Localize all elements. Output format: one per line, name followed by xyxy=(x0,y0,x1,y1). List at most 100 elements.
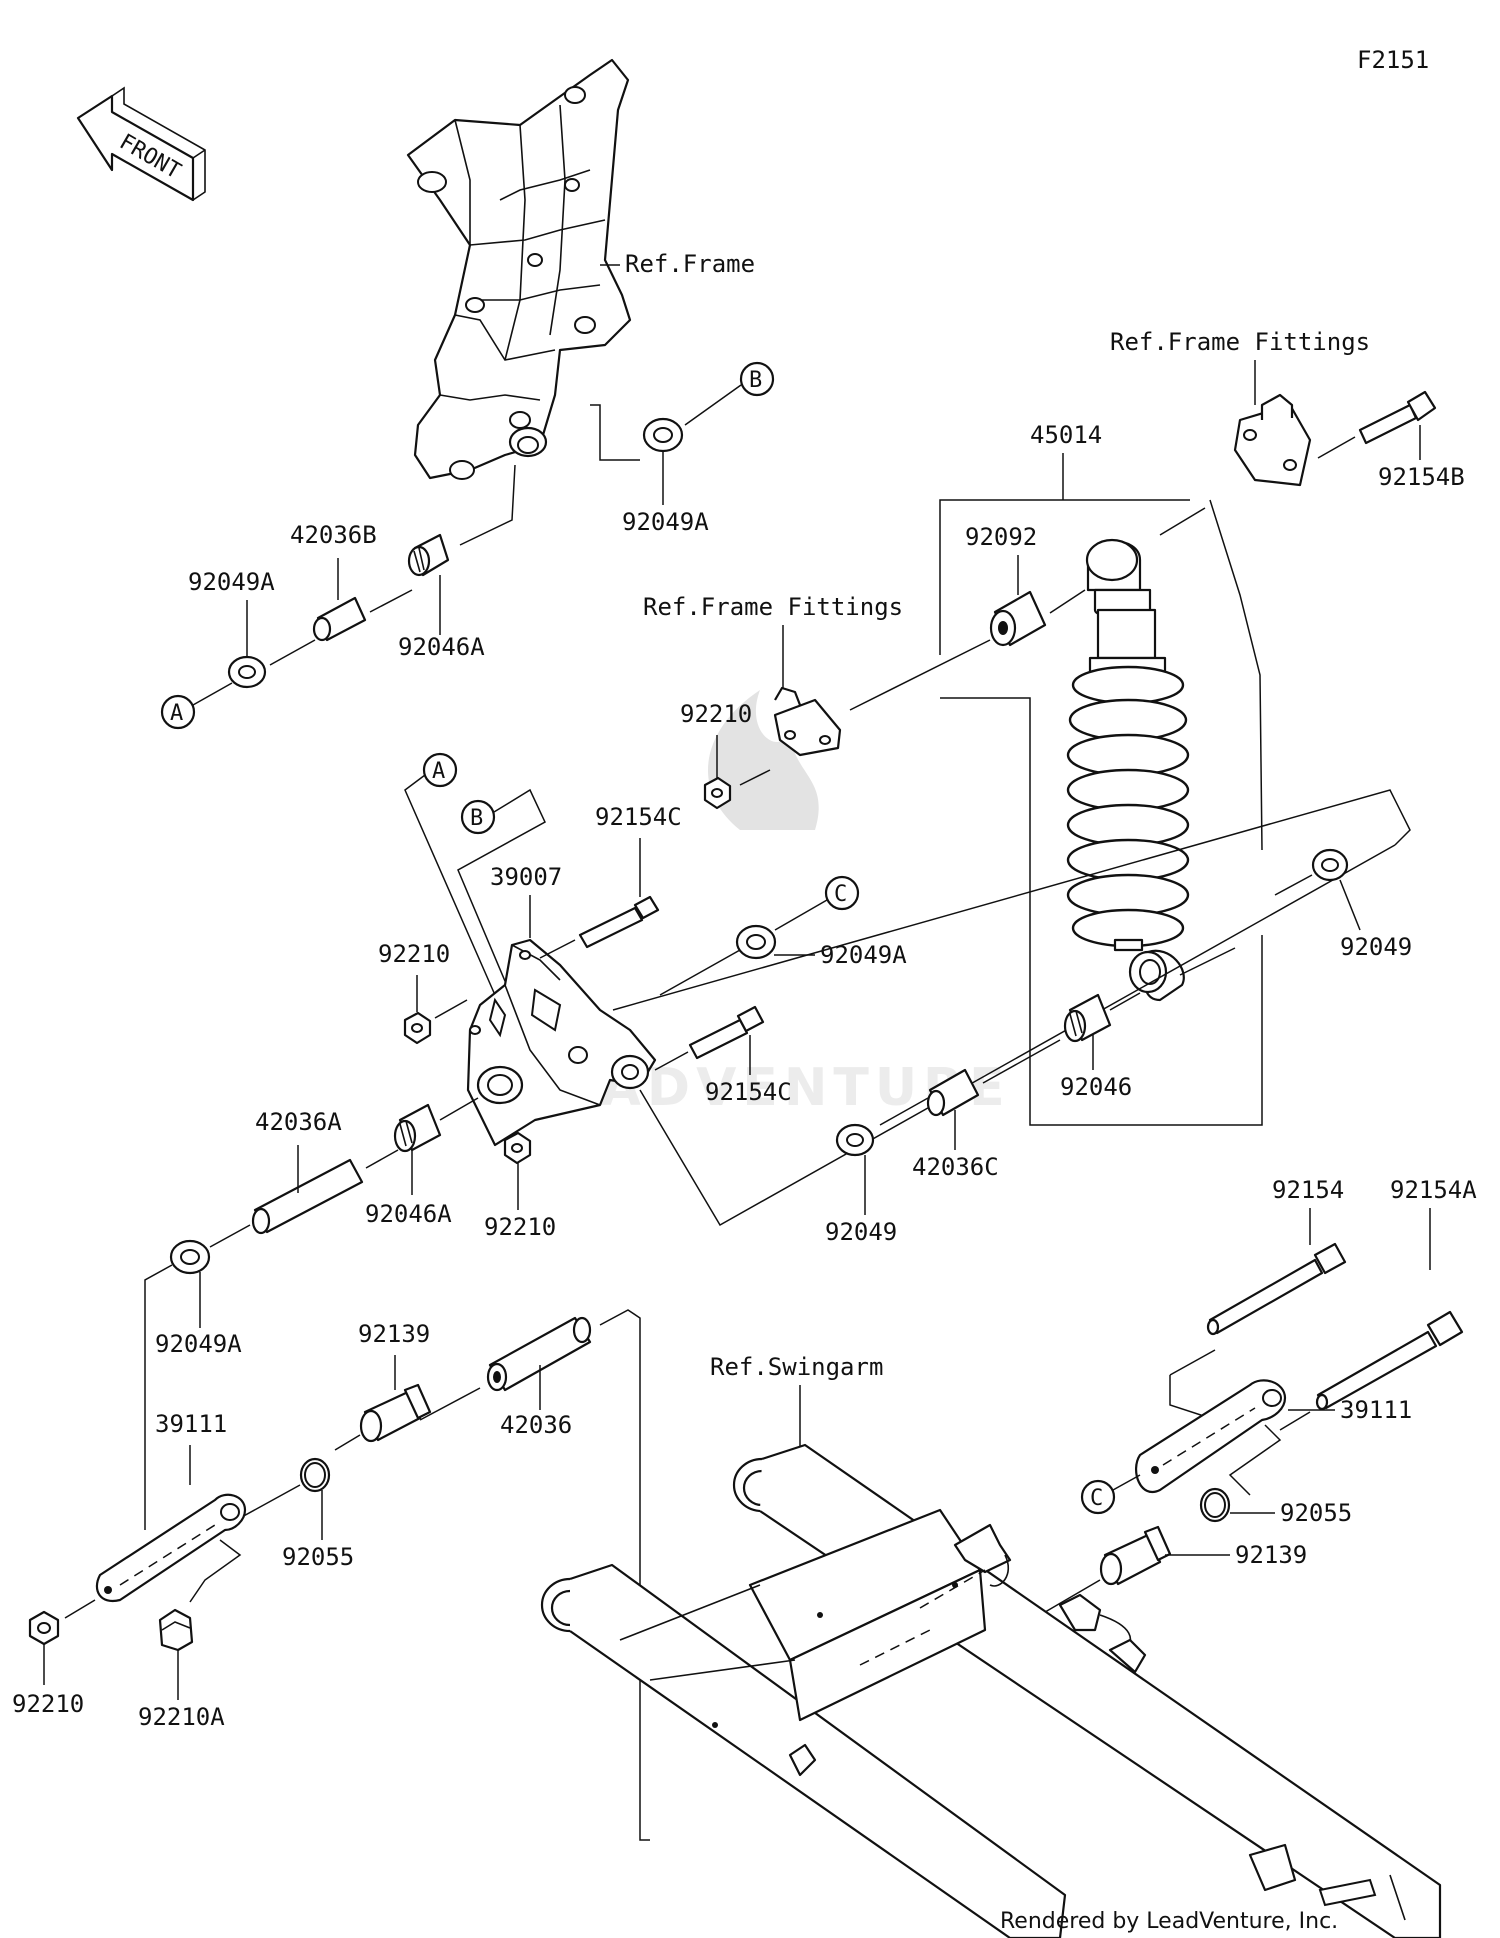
bushing-92139-left xyxy=(359,1383,432,1443)
centerline-42036A-left xyxy=(209,1224,251,1248)
connector-b-mid xyxy=(460,799,496,835)
swingarm xyxy=(540,1443,1442,1938)
label-92092: 92092 xyxy=(965,523,1037,551)
connector-a-left-label: A xyxy=(170,701,183,726)
label-92139-left: 92139 xyxy=(358,1320,430,1348)
label-92046A-top: 92046A xyxy=(398,633,485,661)
connector-c-low-leader xyxy=(1112,1474,1141,1491)
collar-42036C xyxy=(926,1068,980,1117)
ref-frame-fittings-upper: Ref.Frame Fittings xyxy=(1110,328,1370,356)
centerline-shock-bottom xyxy=(1179,947,1236,976)
label-92049A-left: 92049A xyxy=(188,568,275,596)
box-line-lower xyxy=(639,844,1396,1227)
centerline-42036B xyxy=(369,589,413,613)
centerline-92154C-top xyxy=(539,939,576,959)
bushing-92092 xyxy=(989,590,1047,647)
connector-b-top xyxy=(739,361,775,397)
label-92210-mid: 92210 xyxy=(484,1213,556,1241)
label-42036C: 42036C xyxy=(912,1153,999,1181)
label-92210-fitting: 92210 xyxy=(680,700,752,728)
washer-92049A-left xyxy=(227,655,267,689)
centerline-92049A-low xyxy=(144,1264,173,1530)
diagram-code: F2151 xyxy=(1357,46,1429,74)
connector-a-left-leader xyxy=(192,682,233,706)
connector-c-mid xyxy=(824,875,860,911)
connector-b-mid-label: B xyxy=(470,806,483,831)
connector-a-left xyxy=(160,694,196,730)
label-92049A-low: 92049A xyxy=(155,1330,242,1358)
collar-42036A xyxy=(251,1158,364,1235)
centerline-42036-left xyxy=(419,1387,481,1421)
label-42036B: 42036B xyxy=(290,521,377,549)
label-92055-left: 92055 xyxy=(282,1543,354,1571)
centerline-92154B xyxy=(1317,436,1356,459)
oring-92055-left xyxy=(299,1457,331,1493)
label-45014: 45014 xyxy=(1030,421,1102,449)
nut-92210-fitting xyxy=(703,776,732,810)
centerline-92210-left xyxy=(434,999,468,1019)
label-92046: 92046 xyxy=(1060,1073,1132,1101)
centerline-92092-left xyxy=(849,639,991,711)
label-39111-left: 39111 xyxy=(155,1410,227,1438)
centerline-92210-fitting xyxy=(739,769,771,786)
oring-92055-right xyxy=(1199,1487,1231,1523)
frame-bracket xyxy=(406,58,632,480)
tie-rod-39111-left xyxy=(95,1493,247,1603)
centerline-92049A-mid xyxy=(659,949,741,996)
washer-92049A-low xyxy=(169,1239,211,1275)
centerline-92154 xyxy=(1169,1349,1216,1376)
centerline-shock-top xyxy=(1159,507,1206,536)
ref-frame-fittings-lower: Ref.Frame Fittings xyxy=(643,593,903,621)
label-92055-right: 92055 xyxy=(1280,1499,1352,1527)
box-line-upper xyxy=(612,789,1411,1011)
bolt-92154B xyxy=(1358,390,1437,445)
label-92210A: 92210A xyxy=(138,1703,225,1731)
centerline-92046A-mid xyxy=(439,1097,479,1121)
bracket-line-b xyxy=(590,404,640,461)
label-92049-mid: 92049 xyxy=(825,1218,897,1246)
connector-c-mid-leader xyxy=(774,899,828,931)
collar-42036B xyxy=(312,596,367,642)
nut-92210A xyxy=(158,1608,194,1652)
connector-b-top-leader xyxy=(684,384,742,426)
footer-credit: Rendered by LeadVenture, Inc. xyxy=(1000,1909,1338,1934)
label-92154C-top: 92154C xyxy=(595,803,682,831)
centerline-42036 xyxy=(599,1309,650,1841)
centerline-92092-right xyxy=(1049,589,1086,614)
frame-fitting-lower xyxy=(773,686,842,757)
centerline-42036A xyxy=(365,1149,399,1169)
bolt-92154C-top xyxy=(578,895,660,949)
bracket-right-upper xyxy=(1169,1375,1211,1419)
bracket-39111-left xyxy=(189,1539,242,1603)
shock-absorber-45014 xyxy=(1066,538,1190,1002)
label-92139-right: 92139 xyxy=(1235,1541,1307,1569)
ref-frame-label: Ref.Frame xyxy=(625,250,755,278)
label-39007: 39007 xyxy=(490,863,562,891)
centerline-92154C-mid xyxy=(654,1051,689,1071)
label-39111-right: 39111 xyxy=(1340,1396,1412,1424)
bearing-92046A-top xyxy=(407,533,450,577)
frame-fitting-upper xyxy=(1233,393,1312,487)
label-92049A-mid: 92049A xyxy=(820,941,907,969)
tie-rod-right-centerline xyxy=(1162,1407,1256,1466)
pivot-centerline xyxy=(459,464,516,546)
centerline-92154A xyxy=(1279,1411,1311,1431)
label-92154A: 92154A xyxy=(1390,1176,1477,1204)
centerline-42036C xyxy=(982,1039,1061,1084)
swingarm-centerline xyxy=(919,1569,986,1609)
centerline-92046-right xyxy=(1109,992,1141,1011)
connector-a-mid xyxy=(422,752,458,788)
nut-92210-mid xyxy=(503,1131,532,1165)
bracket-39111-right xyxy=(1228,1424,1282,1496)
centerline-92139-left xyxy=(334,1434,361,1451)
leader-connector-a-mid xyxy=(404,774,496,996)
leader-92049-right xyxy=(1339,879,1361,931)
bolt-92154C-mid xyxy=(688,1005,765,1060)
bolt-92154A xyxy=(1315,1310,1464,1411)
connector-c-low xyxy=(1080,1479,1116,1515)
centerline-92055-left xyxy=(239,1484,301,1519)
bracket-45014-right xyxy=(1209,499,1263,851)
label-92154C-mid: 92154C xyxy=(705,1078,792,1106)
bearing-92046-right xyxy=(1063,993,1112,1043)
